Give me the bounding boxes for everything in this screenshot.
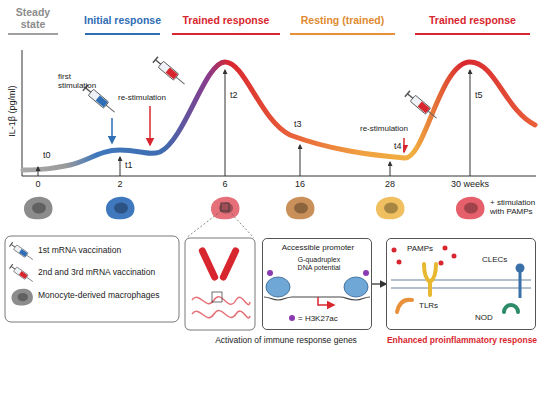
time-point: t0 xyxy=(42,150,52,160)
phase-title: Steady state xyxy=(6,6,60,30)
tick-label: 16 xyxy=(290,179,310,189)
time-point: t2 xyxy=(229,90,239,100)
phase-title: Trained response xyxy=(412,14,533,26)
tick-label: 6 xyxy=(215,179,235,189)
legend-text: 1st mRNA vaccination xyxy=(38,246,176,256)
tick-label: 0 xyxy=(28,179,48,189)
node-text: Activation of immune response genes xyxy=(186,336,386,346)
stimulation-label: re-stimulation xyxy=(118,93,180,102)
connector-arrow xyxy=(372,283,386,284)
legend-text: Monocyte-derived macrophages xyxy=(38,291,176,301)
tick-label: 28 xyxy=(380,179,400,189)
node-text: CLECs xyxy=(482,255,507,264)
tick-label: 2 xyxy=(110,179,130,189)
node-text: = H3K27ac xyxy=(298,314,370,323)
node-text: G-quadruplex DNA potential xyxy=(293,256,345,272)
stimulation-label: re-stimulation xyxy=(360,124,422,133)
stimulation-label: first stimulation xyxy=(58,72,94,90)
axis-label: IL-1β (pg/ml) xyxy=(7,66,17,156)
node-text: Accessible promoter xyxy=(263,243,373,252)
phase-title: Resting (trained) xyxy=(285,14,400,26)
time-point: t3 xyxy=(293,119,303,129)
node-text: TLRs xyxy=(419,301,438,310)
time-point: t1 xyxy=(124,160,134,170)
node-text: NOD xyxy=(475,313,493,322)
tick-label: 30 weeks xyxy=(440,179,500,189)
receptor-panel: PAMPsCLECsTLRsNODEnhanced proinflammator… xyxy=(386,238,536,330)
legend-text: 2nd and 3rd mRNA vaccination xyxy=(38,268,176,278)
note: + stimulation with PAMPs xyxy=(490,198,546,216)
node-text: PAMPs xyxy=(407,244,433,253)
node-text: Enhanced proinflammatory response xyxy=(377,336,547,346)
time-point: t5 xyxy=(474,90,484,100)
time-point: t4 xyxy=(393,141,403,151)
phase-title: Initial response xyxy=(80,14,165,26)
phase-title: Trained response xyxy=(166,14,286,26)
chromatin-panel: Accessible promoterG-quadruplex DNA pote… xyxy=(262,238,372,330)
